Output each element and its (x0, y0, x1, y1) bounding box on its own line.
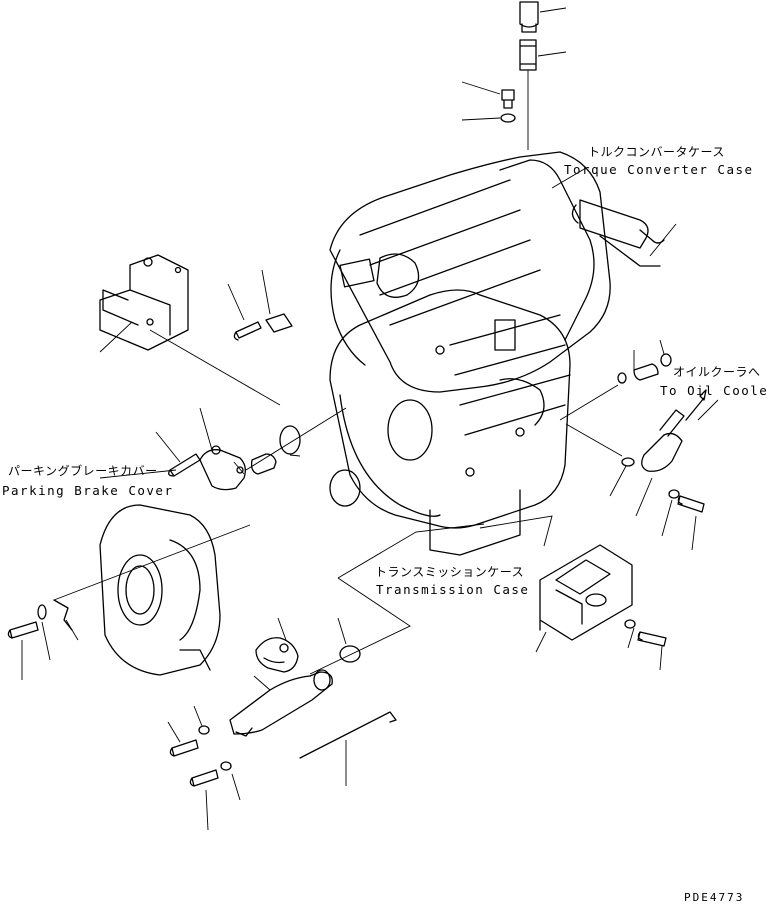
bracket-left-upper (99, 254, 281, 406)
transmission-case-jp-label: トランスミッションケース (375, 565, 525, 579)
transmission-case-en-label: Transmission Case (376, 582, 530, 597)
small-bolt-part (461, 81, 516, 123)
torque-converter-case-en-label: Torque Converter Case (564, 162, 754, 177)
drawing-code: PDE4773 (684, 891, 745, 904)
lower-parts (167, 617, 361, 831)
parking-brake-cover-en-label: Parking Brake Cover (2, 483, 174, 498)
parking-brake-cover-parts (155, 407, 347, 491)
right-pipe-stub (571, 199, 677, 267)
parking-brake-housing (53, 504, 251, 676)
torque-converter-leader (551, 167, 587, 189)
oil-cooler-jp-label: オイルクーラへ (673, 365, 761, 379)
bracket-right-lower (535, 544, 667, 671)
small-cover-bolt (227, 269, 293, 341)
transmission-case-leaders (309, 515, 553, 675)
parking-brake-cover-jp-label: パーキングブレーキカバー (8, 464, 158, 478)
dipstick-rod (299, 711, 397, 786)
parking-brake-leader (99, 469, 177, 479)
transmission-case (329, 289, 571, 556)
torque-converter-case-jp-label: トルクコンバータケース (588, 145, 725, 159)
oil-cooler-fitting (559, 339, 707, 551)
oil-cooler-arrow (697, 399, 719, 421)
torque-converter-case (329, 151, 611, 393)
top-plug-part (519, 1, 567, 150)
left-bolts (7, 599, 79, 680)
oil-cooler-en-label: To Oil Cooler (660, 383, 770, 398)
